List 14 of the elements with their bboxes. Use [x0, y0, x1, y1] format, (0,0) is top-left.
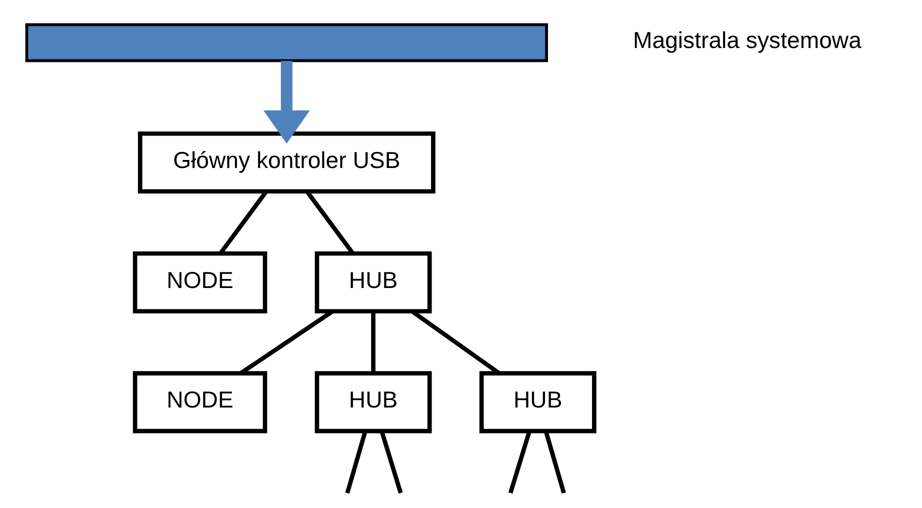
connector: [380, 430, 403, 494]
node-bar: [25, 23, 548, 62]
node-box: NODE: [132, 251, 268, 314]
node-box: NODE: [132, 371, 268, 434]
node-box: HUB: [479, 371, 596, 434]
connector: [508, 430, 532, 494]
connector: [345, 430, 368, 494]
arrow: [263, 60, 310, 144]
label: Magistrala systemowa: [633, 27, 862, 54]
connector: [371, 312, 376, 374]
node-box: HUB: [314, 251, 432, 314]
node-box: HUB: [314, 371, 432, 434]
connector: [544, 430, 566, 494]
node-box: Główny kontroler USB: [138, 131, 436, 194]
